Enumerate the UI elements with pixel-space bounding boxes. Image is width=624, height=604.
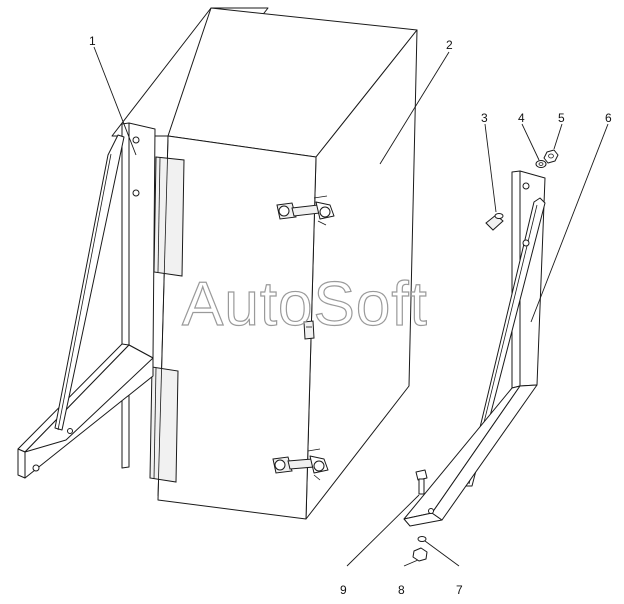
latch-top	[276, 195, 335, 226]
callout-7: 7	[456, 583, 463, 597]
callout-2: 2	[446, 38, 453, 52]
callout-8: 8	[398, 583, 405, 597]
bolt-part-3	[485, 213, 504, 231]
nut-part-8	[412, 547, 428, 562]
callout-6: 6	[605, 111, 612, 125]
callout-4: 4	[518, 111, 525, 125]
latch-bottom	[272, 448, 329, 481]
bracket-left	[17, 122, 156, 479]
nut-part-5	[543, 149, 559, 164]
box-hinge-bottom	[149, 366, 179, 483]
bolt-part-9	[415, 469, 428, 495]
latch-middle	[303, 320, 315, 340]
callout-1: 1	[89, 34, 96, 48]
battery-box	[111, 7, 418, 520]
bracket-right	[403, 170, 546, 527]
callout-numbers: 1 2 3 4 5 6 7 8 9	[89, 34, 612, 597]
washer-part-4	[535, 160, 547, 168]
watermark-text: AutoSoft	[182, 270, 428, 339]
box-hinge-top	[153, 156, 185, 277]
callout-9: 9	[340, 583, 347, 597]
callout-5: 5	[558, 111, 565, 125]
callout-3: 3	[481, 111, 488, 125]
leader-lines	[93, 46, 609, 567]
washer-part-7	[417, 536, 427, 542]
